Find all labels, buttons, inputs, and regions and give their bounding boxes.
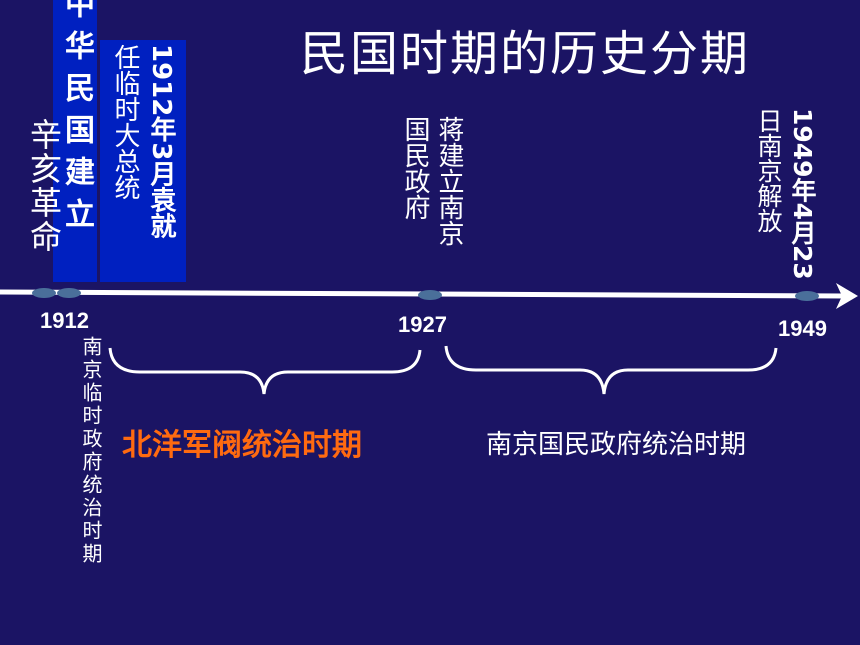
- beiyang-period-label: 北洋军阀统治时期: [122, 428, 362, 463]
- nationalist-brace: [444, 345, 778, 395]
- nanjing-liberation-line1: 1949年4月23: [788, 108, 817, 280]
- timeline-dot-1949: [795, 291, 819, 301]
- yuan-presidency-line2: 任临时大总统: [110, 44, 140, 200]
- nanjing-liberation-line2: 日南京解放: [754, 108, 783, 233]
- timeline-arrowhead: [836, 283, 858, 309]
- chiang-nanjing-line1: 蒋建立南京: [434, 116, 464, 246]
- year-1912: 1912: [40, 308, 89, 333]
- xinhai-revolution-label: 辛亥革命: [25, 118, 63, 254]
- nationalist-period-label: 南京国民政府统治时期: [486, 430, 747, 460]
- yuan-presidency-box: [100, 40, 186, 282]
- timeline-dot-1912b: [57, 288, 81, 298]
- yuan-presidency-line1: 1912年3月袁就: [146, 44, 176, 239]
- chiang-nanjing-line2: 国民政府: [400, 116, 430, 220]
- page-title: 民国时期的历史分期: [300, 26, 751, 82]
- timeline-dot-1927: [418, 290, 442, 300]
- year-1949: 1949: [778, 316, 827, 341]
- timeline-dot-1912a: [32, 288, 56, 298]
- year-1927: 1927: [398, 312, 447, 337]
- roc-founded-box: [53, 0, 97, 282]
- provisional-period-label: 南京临时政府统治时期: [79, 336, 103, 566]
- beiyang-brace: [108, 347, 422, 395]
- roc-founded-label: 中华民国建立: [59, 0, 94, 240]
